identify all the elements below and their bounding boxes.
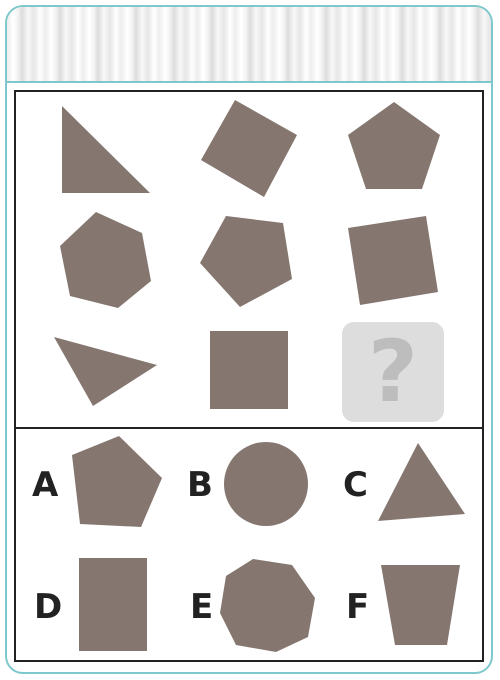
option-b-circle-icon: [224, 442, 308, 526]
grid-cell-2-2-pentagon-rotated-icon: [200, 216, 292, 307]
grid-cell-1-3-pentagon-icon: [348, 102, 440, 189]
option-c-triangle-icon: [378, 443, 465, 521]
grid-cell-3-1-triangle-icon: [54, 337, 157, 406]
option-e-label[interactable]: E: [190, 587, 214, 627]
question-mark-icon: ?: [368, 322, 418, 422]
grid-cell-1-1-right-triangle-icon: [62, 106, 150, 193]
option-b-label[interactable]: B: [187, 465, 213, 505]
option-f-label[interactable]: F: [346, 587, 370, 627]
missing-cell[interactable]: [342, 322, 444, 422]
option-a-label[interactable]: A: [32, 465, 59, 505]
card-header-texture: [7, 7, 491, 83]
header-divider: [7, 81, 491, 83]
option-f-trapezoid-icon: [381, 565, 460, 645]
grid-cell-3-2-square-icon: [210, 331, 288, 409]
option-d-rectangle-icon: [79, 558, 147, 651]
grid-cell-1-2-square-rotated-icon: [201, 100, 297, 197]
grid-cell-2-3-square-tilted-icon: [348, 216, 438, 305]
option-c-label[interactable]: C: [343, 465, 368, 505]
option-e-octagon-icon: [220, 559, 315, 652]
grid-cell-2-1-hexagon-icon: [60, 212, 151, 308]
options-divider: [14, 427, 484, 429]
option-d-label[interactable]: D: [34, 587, 63, 627]
option-a-pentagon-icon: [72, 436, 162, 527]
